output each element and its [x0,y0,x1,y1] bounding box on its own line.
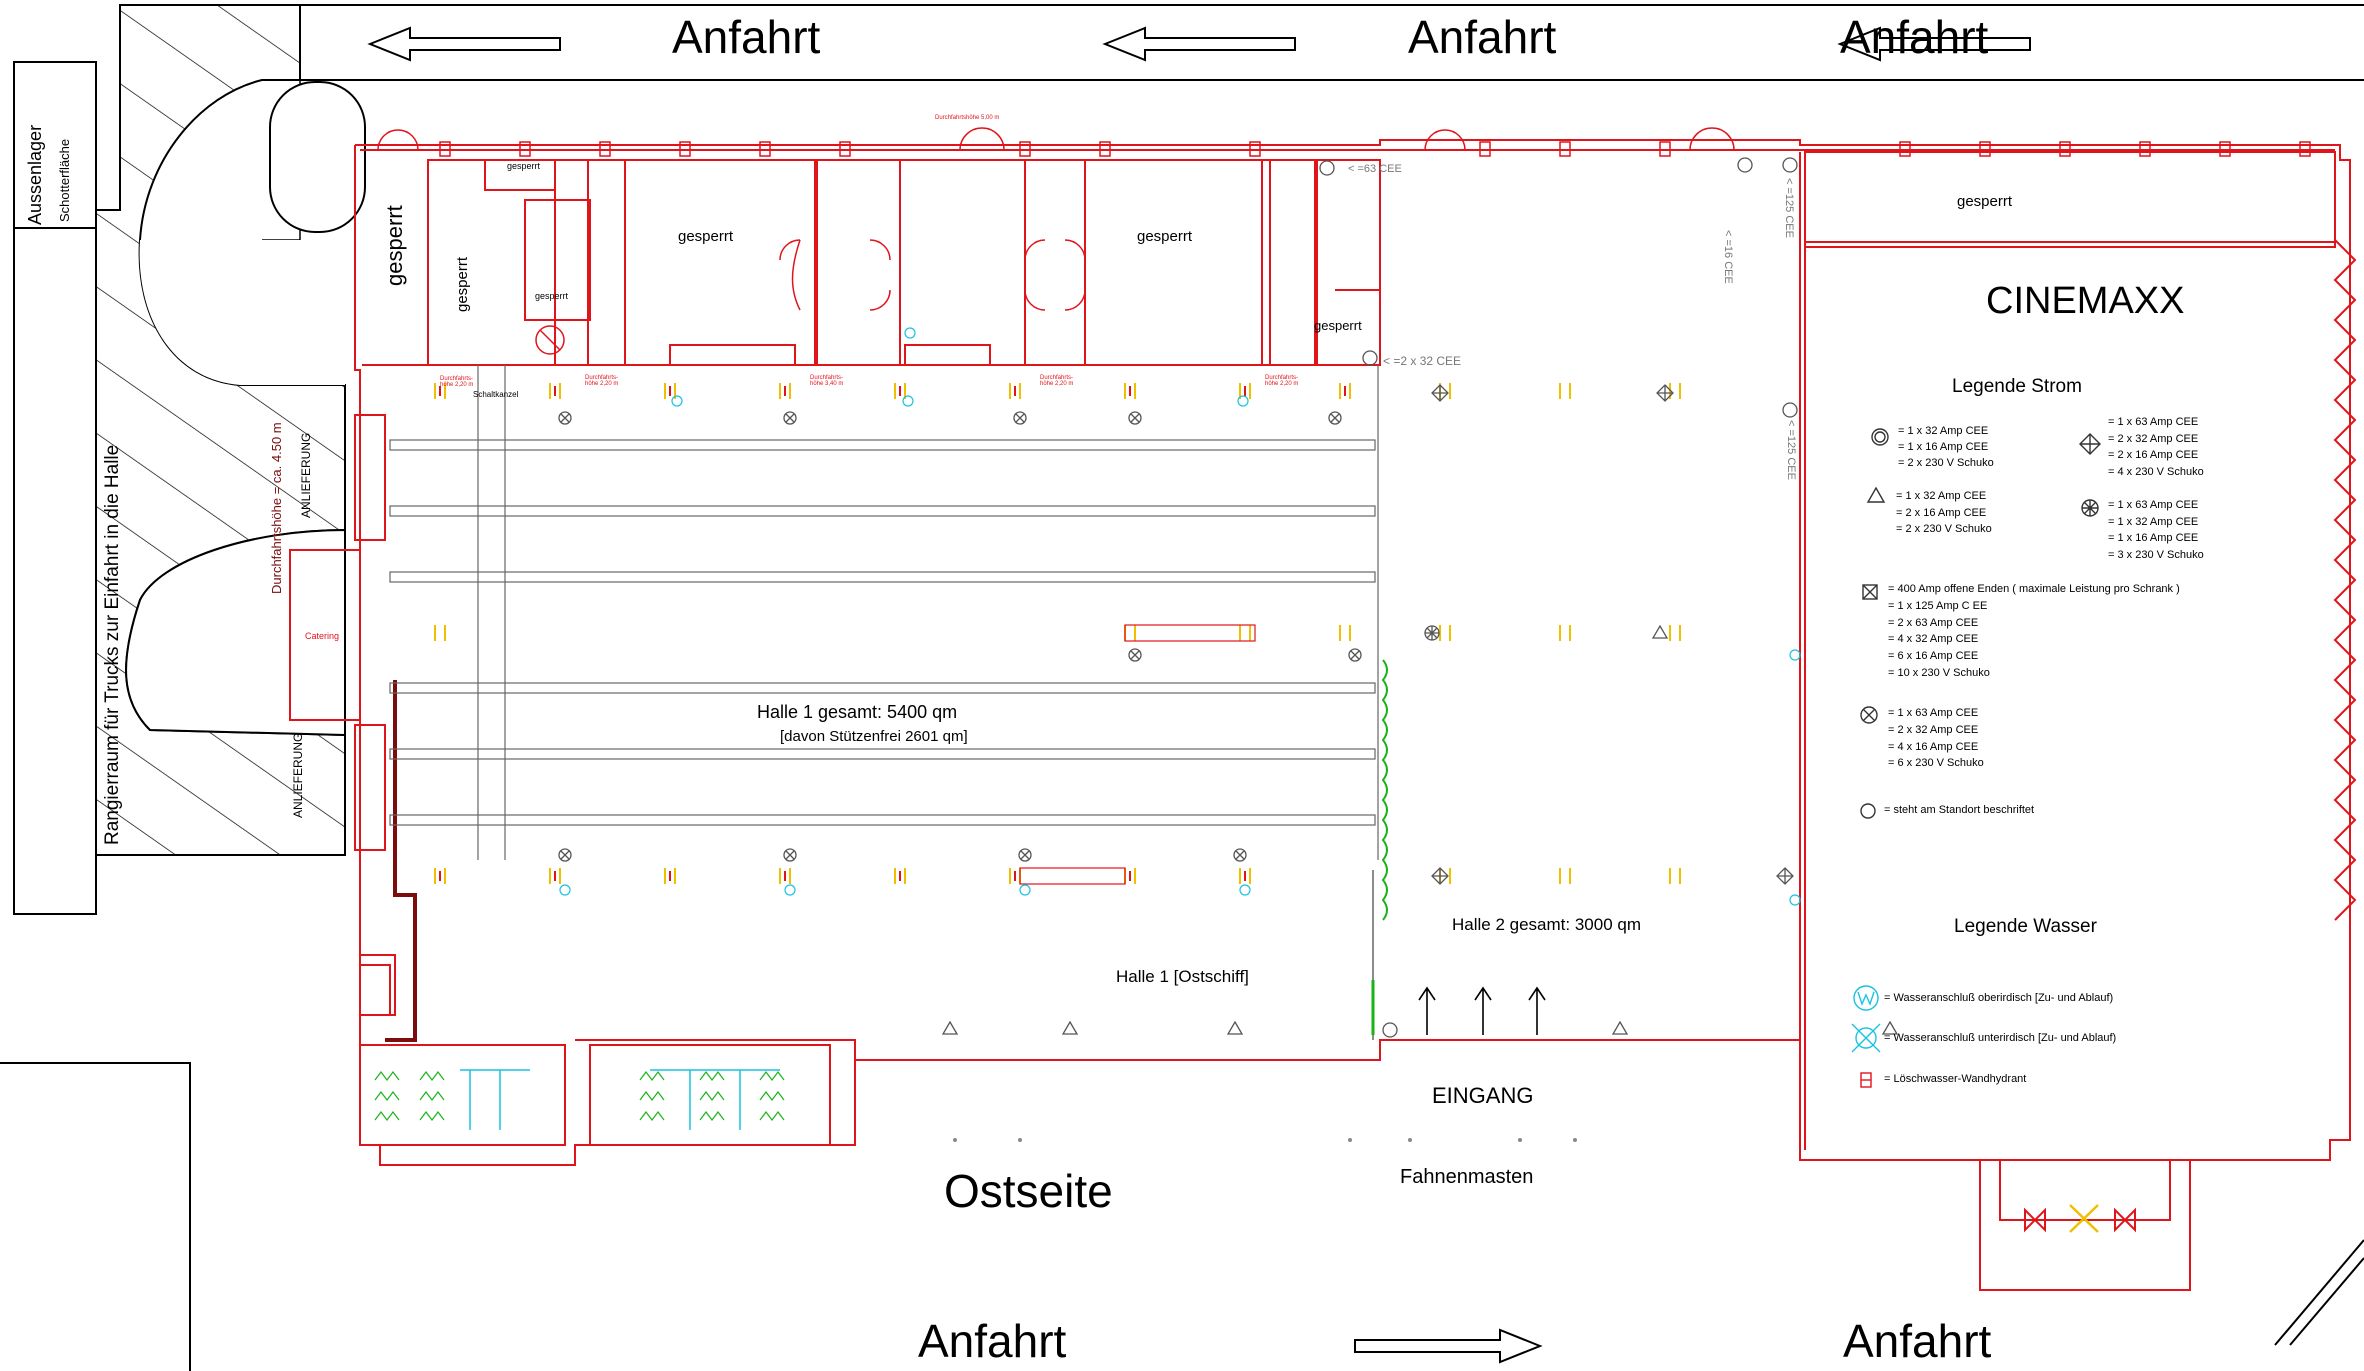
triangle-icon [1866,486,1886,503]
legend-power-item-2: = 1 x 63 Amp CEE= 2 x 32 Amp CEE= 2 x 16… [2108,416,2204,478]
entrance-arrow-icon [1418,986,1546,1035]
blocked-west-small: gesperrt [454,256,471,312]
east-side-label: Ostseite [944,1165,1113,1217]
hall-divider [1381,659,1388,921]
switch-room-label: Schaltkanzel [473,390,519,399]
corridor [385,680,417,1042]
service-rooms [354,414,831,1146]
hall2-total: Halle 2 gesamt: 3000 qm [1452,915,1641,934]
cee125-note-a: < =125 CEE [1783,178,1795,238]
legend-water-item-2: = Wasseranschluß unterirdisch [Zu- und A… [1884,1032,2117,1044]
delivery-label-2: ANLIEFERUNG [291,732,305,818]
passage-3: Durchfahrts-höhe 2,20 m [1040,375,1074,387]
upper-rooms [427,159,1381,366]
toilets [374,1071,785,1121]
legend-power-title: Legende Strom [1952,376,2082,397]
water-w-icon [1853,985,1879,1011]
triangle-symbols [941,624,1899,1035]
star-circle-icon [2081,499,2099,517]
arrow-right-icon [1354,1328,1543,1364]
diamond-cross-symbols [1431,384,1794,885]
drive-label-top-1: Anfahrt [672,11,821,63]
outer-storage [13,61,97,915]
passage-1: Durchfahrts-höhe 2,20 m [585,375,619,387]
pillar-markers [434,383,1681,885]
blocked-west: gesperrt [382,205,407,286]
legend-power-item-1: = 1 x 32 Amp CEE= 1 x 16 Amp CEE= 2 x 23… [1898,425,1994,469]
drive-label-top-2: Anfahrt [1408,11,1557,63]
star-circle-symbols [1424,625,1440,641]
entrance-label: EINGANG [1432,1083,1534,1108]
truck-area-label: Rangierraum für Trucks zur Einfahrt in d… [102,444,123,845]
outer-storage-label: Aussenlager [25,124,45,225]
legend-power-item-3: = 1 x 32 Amp CEE= 2 x 16 Amp CEE= 2 x 23… [1896,490,1992,535]
water-w-symbols [559,327,1801,906]
circle-x-symbols [558,411,1362,862]
drive-label-bottom-1: Anfahrt [918,1315,1067,1367]
delivery-label-1: ANLIEFERUNG [299,432,313,518]
outlets-circles [1319,157,1798,1038]
wall-piers [377,127,2311,157]
hall1-free: [davon Stützenfrei 2601 qm] [780,728,968,745]
truss-bands [389,365,1379,860]
legend-symbols [1851,428,2101,1088]
catering-label: Catering [305,631,340,641]
blocked-cinemaxx: gesperrt [1957,193,2013,210]
cinemaxx-block [1799,151,2336,1150]
drive-label-bottom-2: Anfahrt [1843,1315,1992,1367]
box-x-icon [1862,584,1878,600]
cee16-note: < =16 CEE [1722,230,1734,284]
legend-power-item-5: = 400 Amp offene Enden ( maximale Leistu… [1888,583,2180,679]
cee63-note: < =63 CEE [1348,163,1402,175]
circle-x-icon [1860,706,1878,724]
diamond-cross-icon [2079,433,2101,455]
passage-2: Durchfahrts-höhe 3,40 m [810,375,844,387]
legend-power-item-6: = 1 x 63 Amp CEE= 2 x 32 Amp CEE= 4 x 16… [1888,707,1984,770]
site-boundary [0,1062,191,1371]
flagpoles-label: Fahnenmasten [1400,1166,1534,1188]
passage-top: Durchfahrtshöhe 5,00 m [935,115,1000,121]
blocked-b: gesperrt [1137,228,1193,245]
clearance-label: Durchfahrtshöhe = ca. 4.50 m [269,422,284,594]
legend-power-item-7: = steht am Standort beschriftet [1884,804,2035,816]
legend-power-item-4: = 1 x 63 Amp CEE= 1 x 32 Amp CEE= 1 x 16… [2108,499,2204,561]
arrow-left-icon [367,26,2031,62]
hall1-east: Halle 1 [Ostschiff] [1116,967,1249,986]
water-manifold [1979,1159,2191,1291]
water-x-icon [1851,1023,1881,1053]
water-lines [460,1069,780,1130]
legend-water-item-3: = Löschwasser-Wandhydrant [1884,1073,2027,1085]
blocked-a: gesperrt [678,228,734,245]
hall1-total: Halle 1 gesamt: 5400 qm [757,702,958,722]
cinemaxx-title: CINEMAXX [1986,280,2185,322]
drive-label-top-3: Anfahrt [1840,11,1989,63]
circle-ring-icon [1871,428,1889,446]
circle-icon [1860,803,1876,819]
truck-area [94,4,366,856]
blocked-tiny-2: gesperrt [535,291,569,301]
flagpoles [953,1138,1577,1142]
passage-4: Durchfahrts-höhe 2,20 m [1265,375,1299,387]
legend-water-title: Legende Wasser [1954,916,2097,937]
gravel-label: Schotterfläche [57,138,72,222]
room-dividers [535,239,1086,355]
blocked-c: gesperrt [1314,318,1362,333]
passage-5: Durchfahrts-höhe 2,20 m [440,376,474,388]
cee125-note-b: < =125 CEE [1785,420,1797,480]
hydrant-icon [1860,1072,1872,1088]
legend-water-item-1: = Wasseranschluß oberirdisch [Zu- und Ab… [1884,992,2114,1004]
zigzag-wall [2333,239,2357,921]
blocked-tiny-1: gesperrt [507,161,541,171]
top-road [299,4,2364,81]
cee2x32-note: < =2 x 32 CEE [1383,354,1462,368]
